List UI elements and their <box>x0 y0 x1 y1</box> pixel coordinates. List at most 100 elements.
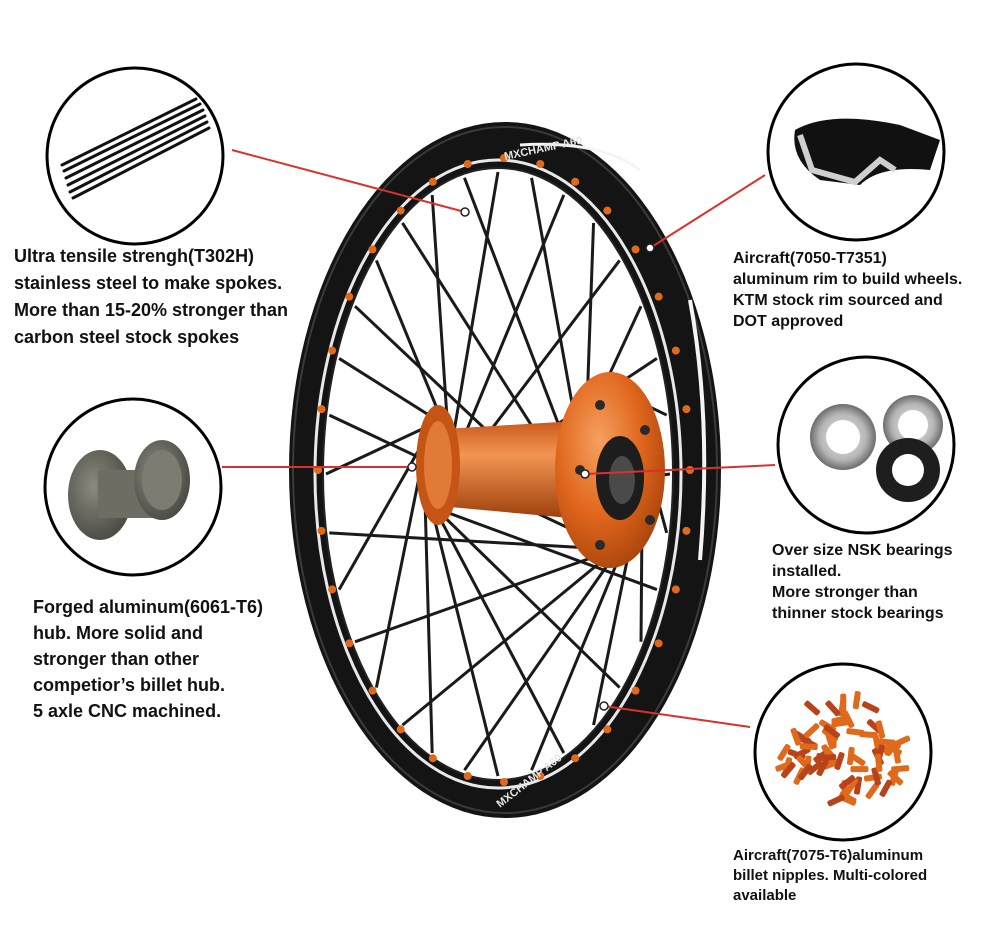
nipple <box>671 585 680 594</box>
nipple-piece <box>798 763 813 781</box>
spoke <box>437 507 658 591</box>
spoke <box>530 177 578 428</box>
callout-hub-line-1: Forged aluminum(6061-T6) <box>33 597 264 617</box>
nipple-piece <box>834 752 845 771</box>
nipple-piece <box>831 715 850 725</box>
leader-lines <box>222 149 776 728</box>
callout-bearings: Over size NSK bearings installed. More s… <box>772 540 953 624</box>
nipple-piece <box>793 746 811 760</box>
leader-dot-bearings <box>580 469 590 479</box>
nipple <box>317 526 326 535</box>
nipple <box>317 405 326 414</box>
nipple <box>396 725 405 734</box>
hub <box>416 372 665 568</box>
nipple-piece <box>816 758 829 777</box>
nipple-piece <box>803 723 820 739</box>
spoke <box>325 422 434 476</box>
nipple <box>682 526 691 535</box>
callout-nipples-line-3: available <box>733 887 797 904</box>
nipple <box>654 292 663 301</box>
nipple <box>500 778 508 786</box>
callout-spokes: Ultra tensile strengh(T302H) stainless s… <box>14 243 288 351</box>
nipple <box>603 725 612 734</box>
callout-rim-line-4: DOT approved <box>733 313 844 330</box>
leader-dot-hub <box>407 462 417 472</box>
nipple-piece <box>775 760 793 772</box>
nipple-piece <box>852 691 861 710</box>
callout-nipples-line-1: Aircraft(7075-T6)aluminum <box>733 847 924 864</box>
spoke <box>450 194 566 467</box>
nipple-piece <box>839 775 856 790</box>
callout-bearings-line-1: Over size NSK bearings <box>772 542 953 559</box>
callout-hub-line-5: 5 axle CNC machined. <box>33 701 222 721</box>
callout-hub-line-4: competior’s billet hub. <box>33 675 226 695</box>
callout-spokes-line-1: Ultra tensile strengh(T302H) <box>14 246 255 266</box>
leader-line-nipples <box>603 705 751 728</box>
nipple-piece <box>844 777 859 795</box>
nipple-piece <box>818 754 837 762</box>
spoke <box>463 177 573 457</box>
spoke <box>337 432 430 591</box>
nipple-piece <box>825 731 836 750</box>
nipple-piece <box>804 700 821 716</box>
spoke <box>354 546 620 644</box>
nipple-piece <box>861 701 880 714</box>
nipple-piece <box>865 782 880 799</box>
nipple <box>428 177 437 186</box>
callout-bearings-line-4: thinner stock bearings <box>772 605 944 622</box>
nipple <box>345 292 354 301</box>
nipple <box>536 772 545 781</box>
callout-nipples: Aircraft(7075-T6)aluminum billet nipples… <box>733 846 927 906</box>
nipple <box>328 346 337 355</box>
nipple-piece <box>790 727 802 746</box>
nipple <box>631 686 640 695</box>
nipple-piece <box>848 752 866 767</box>
nipple <box>671 346 680 355</box>
nipple-piece <box>840 693 847 712</box>
callout-nipples-line-2: billet nipples. Multi-colored <box>733 867 928 884</box>
nipple-piece <box>806 760 824 775</box>
nipple <box>428 754 437 763</box>
callout-bearings-line-2: installed. <box>772 563 842 580</box>
nipples-pile-icon <box>753 662 933 842</box>
nipple-piece <box>850 766 869 773</box>
callout-bearings-line-3: More stronger than <box>772 584 918 601</box>
nipple-piece <box>887 770 904 786</box>
nipple-piece <box>875 720 886 739</box>
spokes-bundle-icon <box>45 66 225 246</box>
nipple-piece <box>846 728 865 736</box>
callout-spokes-line-2: stainless steel to make spokes. <box>14 273 283 293</box>
nipple-piece <box>884 743 902 756</box>
callout-rim-line-1: Aircraft(7050-T7351) <box>733 250 887 267</box>
nipple <box>463 772 472 781</box>
bearings-icon <box>776 355 956 535</box>
nipple <box>463 159 472 168</box>
nipple <box>631 245 640 254</box>
nipple <box>654 639 663 648</box>
rim-profile-icon <box>766 62 946 242</box>
nipple <box>571 177 580 186</box>
nipple-piece <box>879 779 893 797</box>
nipple <box>536 159 545 168</box>
nipple-piece <box>825 700 841 717</box>
spoke <box>374 259 446 426</box>
nipple <box>571 754 580 763</box>
callout-rim: Aircraft(7050-T7351) aluminum rim to bui… <box>733 248 962 332</box>
spoke <box>329 531 604 551</box>
nipple-piece <box>823 724 840 739</box>
callout-hub: Forged aluminum(6061-T6) hub. More solid… <box>33 594 263 724</box>
leader-dot-nipples <box>599 701 609 711</box>
spoke <box>338 357 440 423</box>
nipple <box>500 154 508 162</box>
spoke <box>585 222 596 405</box>
nipple-piece <box>871 767 881 786</box>
nipple-piece <box>781 762 796 779</box>
nipple-piece <box>891 765 910 773</box>
callout-hub-line-3: stronger than other <box>33 649 200 669</box>
nipple <box>396 206 405 215</box>
leader-line-spokes <box>231 149 466 213</box>
callout-spokes-line-3: More than 15-20% stronger than <box>14 300 289 320</box>
nipple-piece <box>874 753 883 772</box>
nipple <box>368 245 377 254</box>
